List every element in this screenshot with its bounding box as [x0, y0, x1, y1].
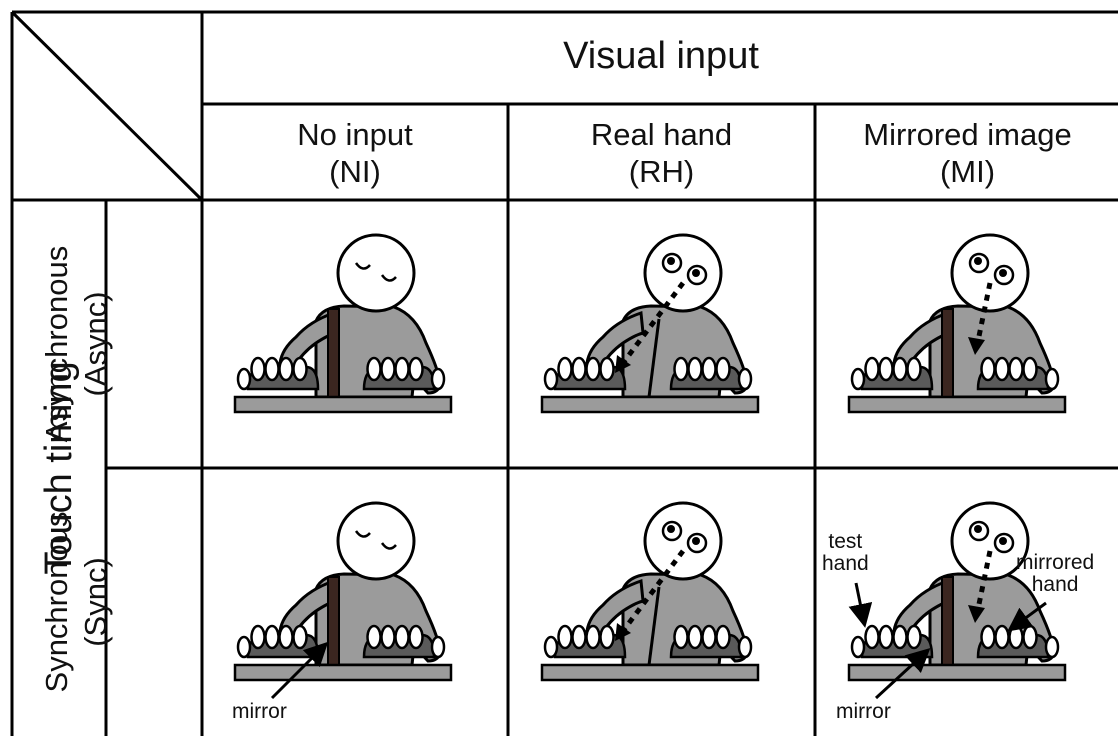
hand-icon — [236, 624, 320, 659]
table — [847, 663, 1067, 682]
head — [643, 501, 723, 581]
panel-sync-real-hand — [511, 471, 811, 731]
hand-icon — [669, 624, 753, 659]
panel-async-real-hand — [511, 203, 811, 463]
panel-sync-mirrored-image — [818, 471, 1118, 731]
eyes-closed — [354, 530, 397, 550]
panel-async-no-input — [204, 203, 504, 463]
hand-icon — [976, 356, 1060, 391]
gaze-arrow — [621, 281, 685, 365]
column-name: No input — [297, 117, 413, 152]
row-name: Synchronous — [39, 511, 75, 693]
label-mirrored-hand: mirrored hand — [1016, 551, 1095, 597]
hand-icon — [362, 356, 446, 391]
visual-input-header: Visual input — [563, 35, 759, 77]
table — [540, 663, 760, 682]
head — [336, 501, 416, 581]
head — [950, 501, 1030, 581]
panel-sync-no-input — [204, 471, 504, 731]
column-name: Mirrored image — [863, 117, 1072, 152]
hand-icon — [543, 624, 627, 659]
hand-icon — [850, 624, 934, 659]
column-header-no-input: No input (NI) — [202, 116, 508, 190]
eyes-closed — [354, 262, 397, 282]
eyes-open — [661, 252, 708, 286]
row-abbr: (Async) — [78, 291, 113, 397]
hand-icon — [362, 624, 446, 659]
hand-icon — [543, 356, 627, 391]
gaze-arrow — [975, 282, 993, 342]
eyes-open — [968, 520, 1015, 554]
mirror — [941, 576, 954, 670]
table — [540, 395, 760, 414]
table — [233, 395, 453, 414]
row-name: Asynchronous — [39, 245, 75, 443]
table — [233, 663, 453, 682]
mirror — [327, 576, 340, 670]
label-mirror-ni: mirror — [232, 700, 287, 723]
table — [847, 395, 1067, 414]
label-mirror-mi: mirror — [836, 700, 891, 723]
column-abbr: (NI) — [329, 154, 381, 190]
row-header-sync: Synchronous (Sync) — [37, 468, 117, 736]
column-abbr: (MI) — [939, 154, 996, 190]
divider-line — [647, 318, 661, 398]
row-header-async: Asynchronous (Async) — [37, 210, 117, 478]
column-abbr: (RH) — [628, 154, 695, 190]
mirror — [941, 308, 954, 402]
label-test-hand: test hand — [822, 530, 869, 576]
corner-diagonal — [10, 10, 204, 202]
column-name: Real hand — [590, 117, 733, 152]
column-header-mirrored-image: Mirrored image (MI) — [815, 116, 1120, 190]
column-header-real-hand: Real hand (RH) — [508, 116, 815, 190]
hand-icon — [669, 356, 753, 391]
row-abbr: (Sync) — [78, 557, 113, 647]
mirror — [327, 308, 340, 402]
hand-icon — [850, 356, 934, 391]
panel-async-mirrored-image — [818, 203, 1118, 463]
gaze-arrow — [621, 549, 685, 633]
eyes-open — [968, 252, 1015, 286]
eyes-open — [661, 520, 708, 554]
head — [643, 233, 723, 313]
hand-icon — [236, 356, 320, 391]
divider-line — [647, 586, 661, 666]
head — [950, 233, 1030, 313]
head — [336, 233, 416, 313]
gaze-arrow — [975, 550, 993, 610]
